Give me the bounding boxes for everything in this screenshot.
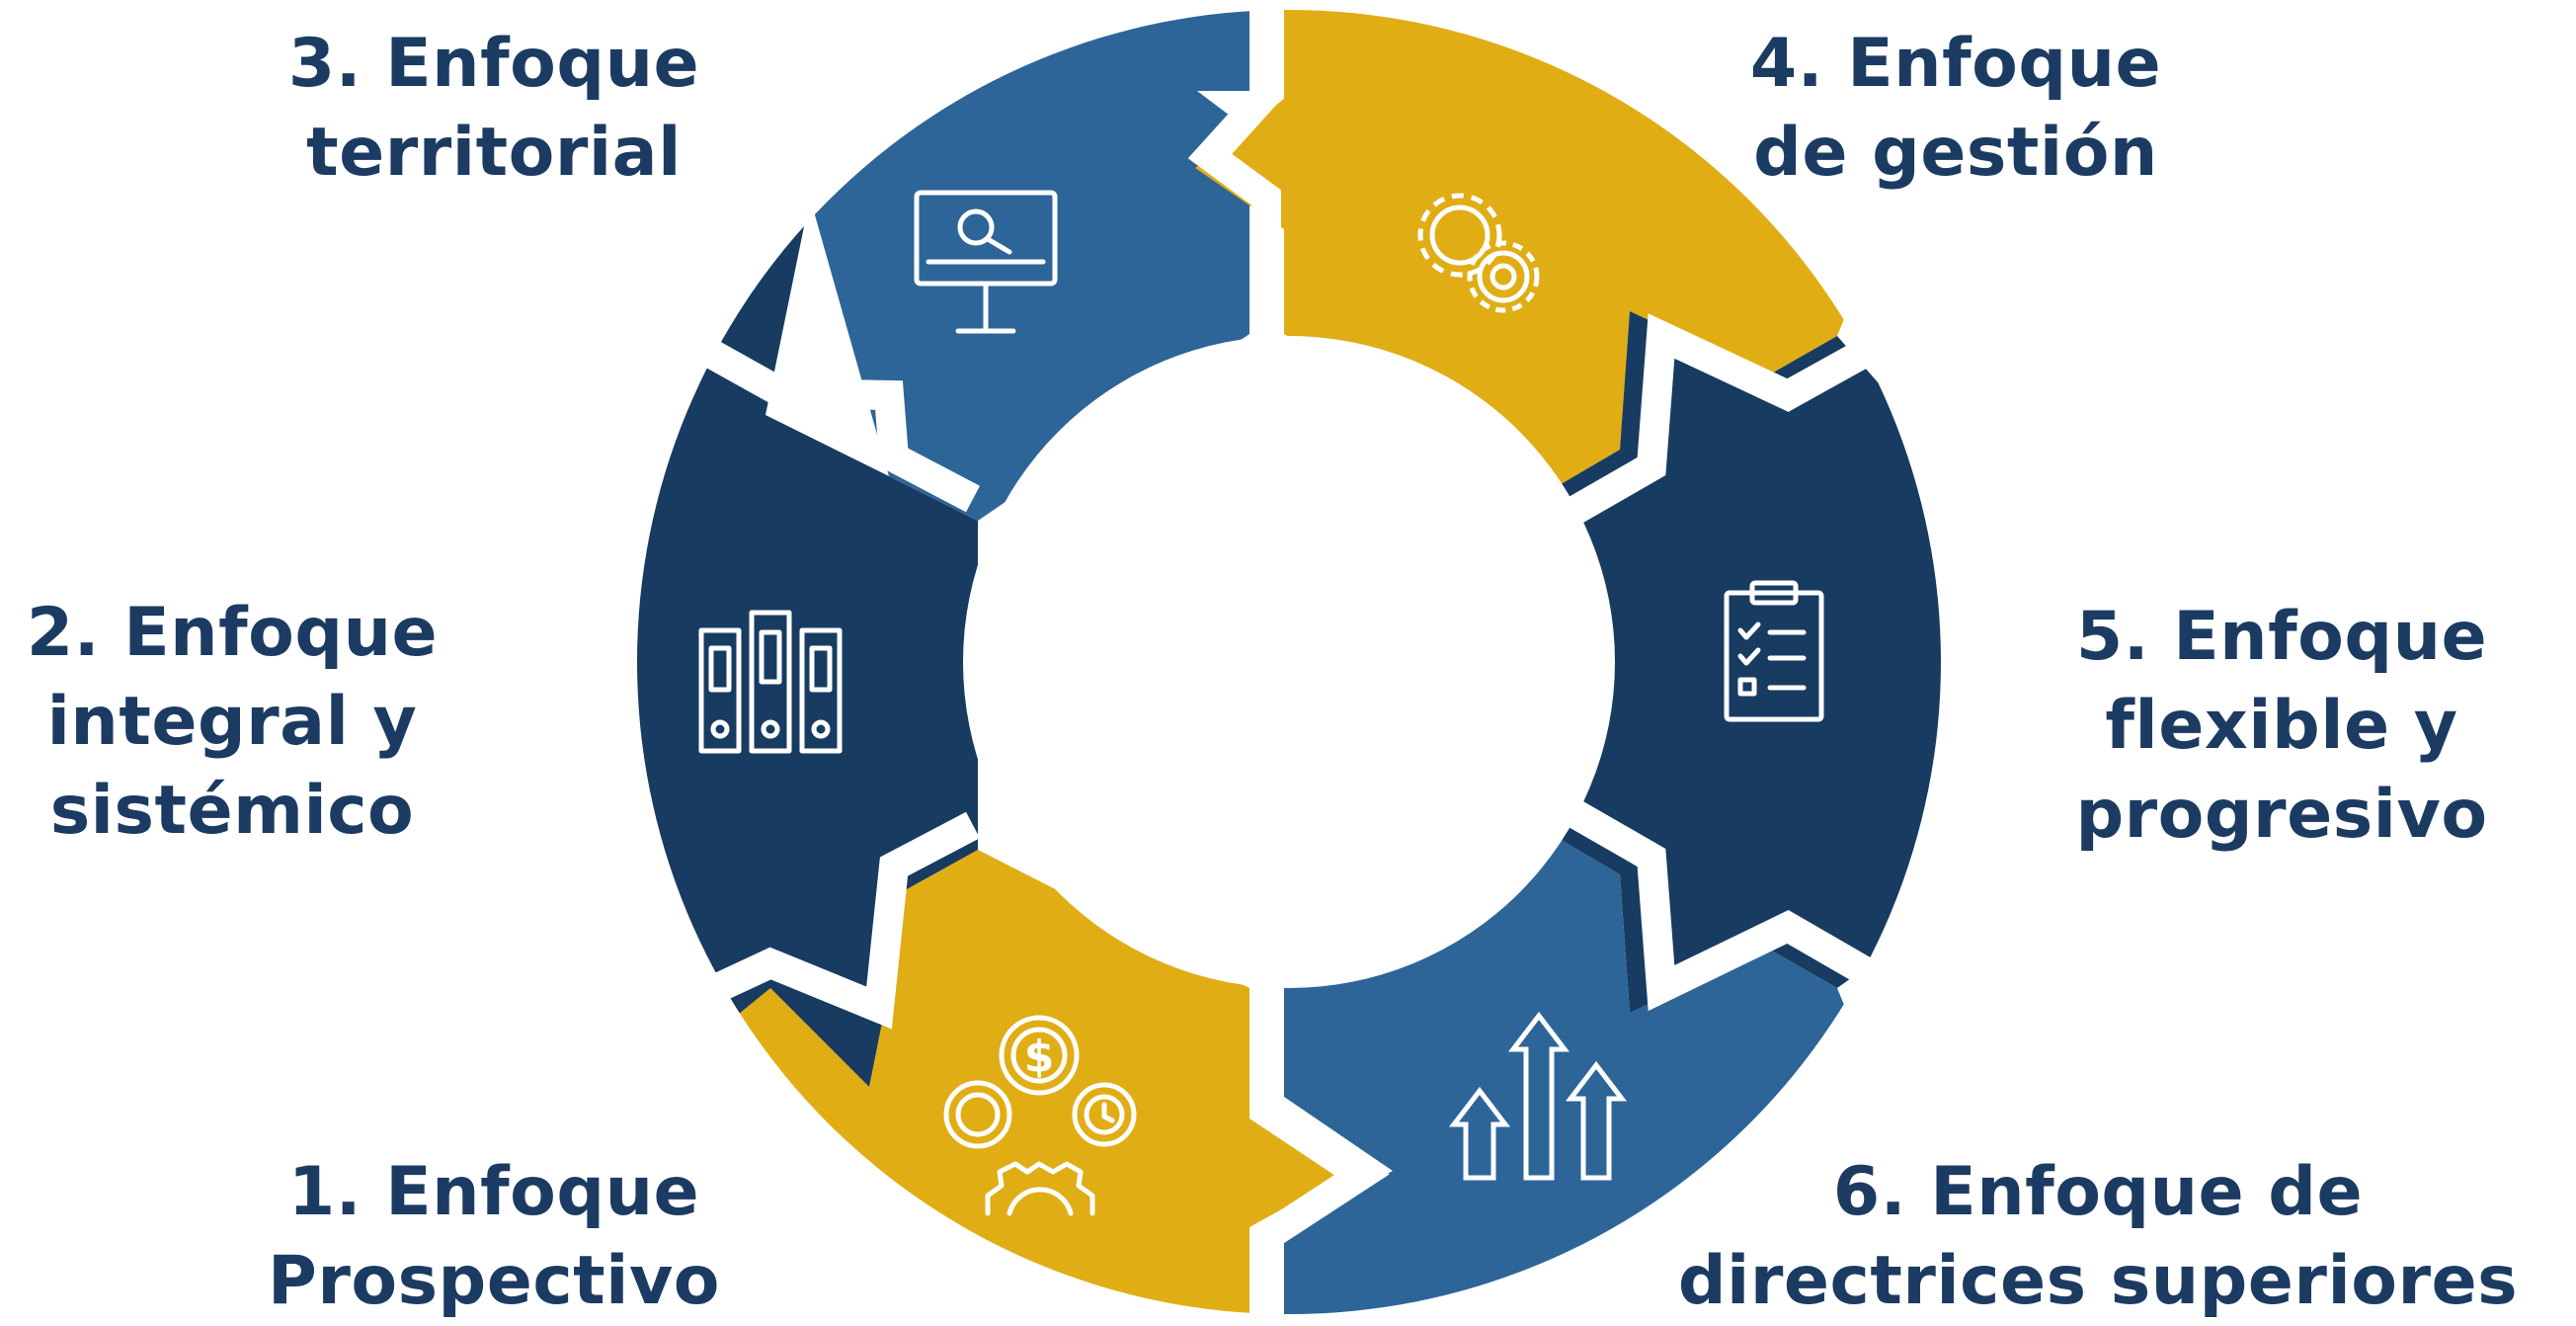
checklist-clipboard-icon: [1724, 580, 1824, 722]
step-2-line3: sistémico: [49, 772, 415, 850]
step-6-line2: directrices superiores: [1677, 1242, 2519, 1320]
svg-text:$: $: [1024, 1032, 1055, 1082]
segment-5: [1551, 311, 1941, 1013]
step-5-line1: 5. Enfoque: [2075, 598, 2488, 676]
up-arrows-icon: [1448, 1011, 1628, 1181]
binders-icon: [698, 610, 843, 754]
step-2-line1: 2. Enfoque: [26, 594, 439, 672]
step-3-line1: 3. Enfoque: [287, 25, 700, 103]
money-time-gear-icon: $: [943, 1015, 1137, 1216]
step-2-label: 2. Enfoque integral y sistémico: [0, 589, 464, 856]
step-2-line2: integral y: [46, 683, 418, 761]
step-5-line3: progresivo: [2075, 776, 2488, 854]
gears-icon: [1417, 193, 1540, 313]
step-1-label: 1. Enfoque Prospectivo: [198, 1148, 790, 1326]
step-5-line2: flexible y: [2105, 687, 2458, 765]
step-1-line2: Prospectivo: [267, 1242, 721, 1320]
step-4-label: 4. Enfoque de gestión: [1659, 20, 2252, 198]
step-3-line2: territorial: [306, 114, 682, 192]
step-4-line1: 4. Enfoque: [1749, 25, 2162, 103]
step-5-label: 5. Enfoque flexible y progresivo: [1985, 593, 2576, 860]
step-3-label: 3. Enfoque territorial: [198, 20, 790, 198]
step-1-line1: 1. Enfoque: [287, 1153, 700, 1231]
monitor-search-icon: [914, 190, 1058, 334]
step-4-line2: de gestión: [1753, 114, 2158, 192]
step-6-line1: 6. Enfoque de: [1832, 1153, 2364, 1231]
step-6-label: 6. Enfoque de directrices superiores: [1620, 1148, 2576, 1326]
